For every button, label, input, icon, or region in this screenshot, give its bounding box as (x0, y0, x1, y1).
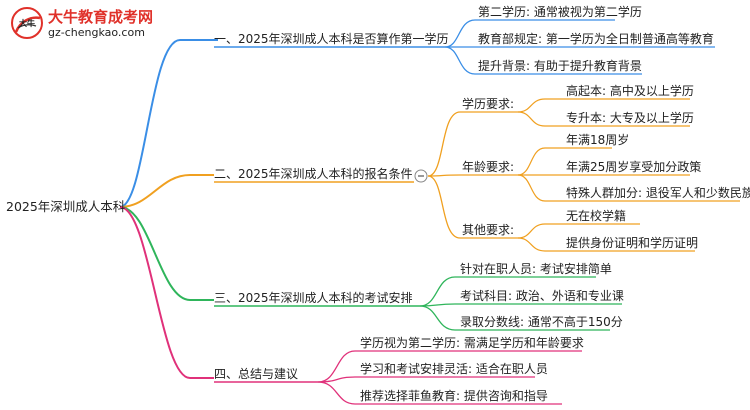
connector-root-b3 (119, 206, 214, 301)
collapse-toggle-icon[interactable] (414, 169, 428, 183)
branch-2-title: 二、2025年深圳成人本科的报名条件 (214, 167, 413, 181)
connector-b3-c1 (419, 276, 596, 307)
connector-qt-1 (517, 223, 640, 239)
branch-4-item-1: 学历视为第二学历: 需满足学历和年龄要求 (360, 336, 584, 350)
connector-qt-2 (517, 237, 695, 252)
connector-b4-c3 (317, 381, 562, 405)
connector-root-b4 (119, 206, 214, 379)
branch-2-sub-1-item-2: 专升本: 大专及以上学历 (566, 111, 694, 125)
branch-2-sub-3-item-1: 无在校学籍 (566, 209, 627, 223)
logo-mark-icon: 大牛 (11, 7, 43, 39)
connector-b2-s1 (427, 111, 518, 177)
mindmap-root: 2025年深圳成人本科 (6, 199, 126, 214)
connector-b1-c1 (444, 19, 615, 48)
svg-text:大牛: 大牛 (19, 18, 35, 28)
connector-b1-c3 (444, 46, 642, 75)
branch-4-item-2: 学习和考试安排灵活: 适合在职人员 (360, 362, 548, 376)
branch-4-title: 四、总结与建议 (214, 367, 299, 381)
logo-url: gz-chengkao.com (48, 26, 145, 39)
connector-xl-2 (517, 111, 690, 127)
branch-2-sub-3-item-2: 提供身份证明和学历证明 (566, 236, 699, 250)
connector-nl-3 (517, 174, 740, 202)
branch-2-sub-2-item-2: 年满25周岁享受加分政策 (566, 160, 702, 174)
branch-3-item-1: 针对在职人员: 考试安排简单 (460, 262, 612, 276)
branch-1-item-2: 教育部规定: 第一学历为全日制普通高等教育 (478, 32, 714, 46)
branch-2-sub-2: 年龄要求: (462, 160, 515, 174)
connector-b2-s3 (427, 175, 518, 239)
connector-root-b1 (119, 39, 218, 208)
branch-1-title: 一、2025年深圳成人本科是否算作第一学历 (214, 32, 449, 46)
branch-2-sub-3: 其他要求: (462, 223, 515, 237)
branch-2-sub-1: 学历要求: (462, 97, 515, 111)
connector-b4-c2 (317, 376, 535, 383)
logo-title: 大牛教育成考网 (48, 8, 154, 26)
connector-xl-1 (517, 98, 690, 113)
branch-2-sub-2-item-3: 特殊人群加分: 退役军人和少数民族 (566, 186, 750, 200)
connector-root-b2 (119, 174, 214, 208)
connector-b3-c2 (419, 303, 622, 307)
connector-nl-1 (517, 147, 612, 176)
branch-3-title: 三、2025年深圳成人本科的考试安排 (214, 291, 413, 305)
branch-4-item-3: 推荐选择菲鱼教育: 提供咨询和指导 (360, 389, 548, 403)
connector-b3-c3 (419, 305, 610, 331)
branch-1-item-3: 提升背景: 有助于提升教育背景 (478, 59, 642, 73)
branch-3-item-2: 考试科目: 政治、外语和专业课 (460, 289, 624, 303)
branch-2-sub-2-item-1: 年满18周岁 (566, 133, 630, 147)
site-logo[interactable]: 大牛 大牛教育成考网 gz-chengkao.com (6, 4, 156, 44)
branch-1-item-1: 第二学历: 通常被视为第二学历 (478, 5, 642, 19)
connector-b4-c1 (317, 350, 582, 383)
branch-2-sub-1-item-1: 高起本: 高中及以上学历 (566, 84, 694, 98)
branch-3-item-3: 录取分数线: 通常不高于150分 (460, 315, 623, 329)
connector-b2-s2 (427, 174, 518, 177)
